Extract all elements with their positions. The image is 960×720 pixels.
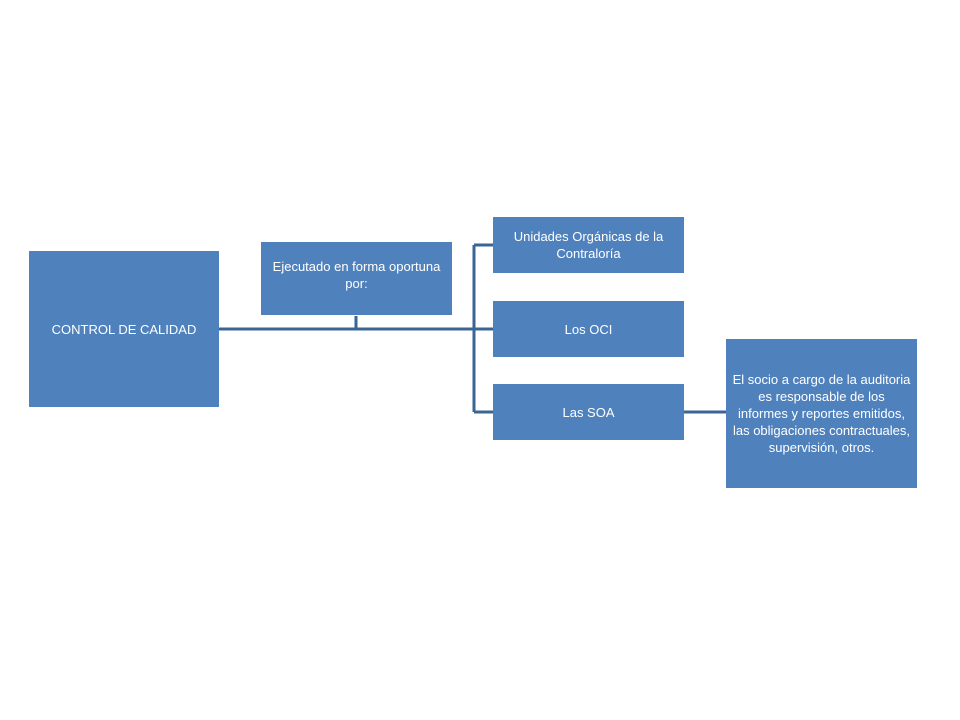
unidades-organicas-label: Unidades Orgánicas de la Contraloría <box>513 229 664 261</box>
las-soa-box: Las SOA <box>493 384 684 440</box>
socio-responsable-label: El socio a cargo de la auditoria es resp… <box>732 372 911 455</box>
socio-responsable-box: El socio a cargo de la auditoria es resp… <box>726 339 917 488</box>
los-oci-box: Los OCI <box>493 301 684 357</box>
control-calidad-label: CONTROL DE CALIDAD <box>51 321 197 337</box>
control-calidad-box: CONTROL DE CALIDAD <box>29 251 219 407</box>
unidades-organicas-box: Unidades Orgánicas de la Contraloría <box>493 217 684 273</box>
las-soa-label: Las SOA <box>562 404 615 420</box>
ejecutado-box: Ejecutado en forma oportuna por: <box>261 242 452 315</box>
los-oci-label: Los OCI <box>564 321 613 337</box>
ejecutado-label: Ejecutado en forma oportuna por: <box>272 258 441 291</box>
